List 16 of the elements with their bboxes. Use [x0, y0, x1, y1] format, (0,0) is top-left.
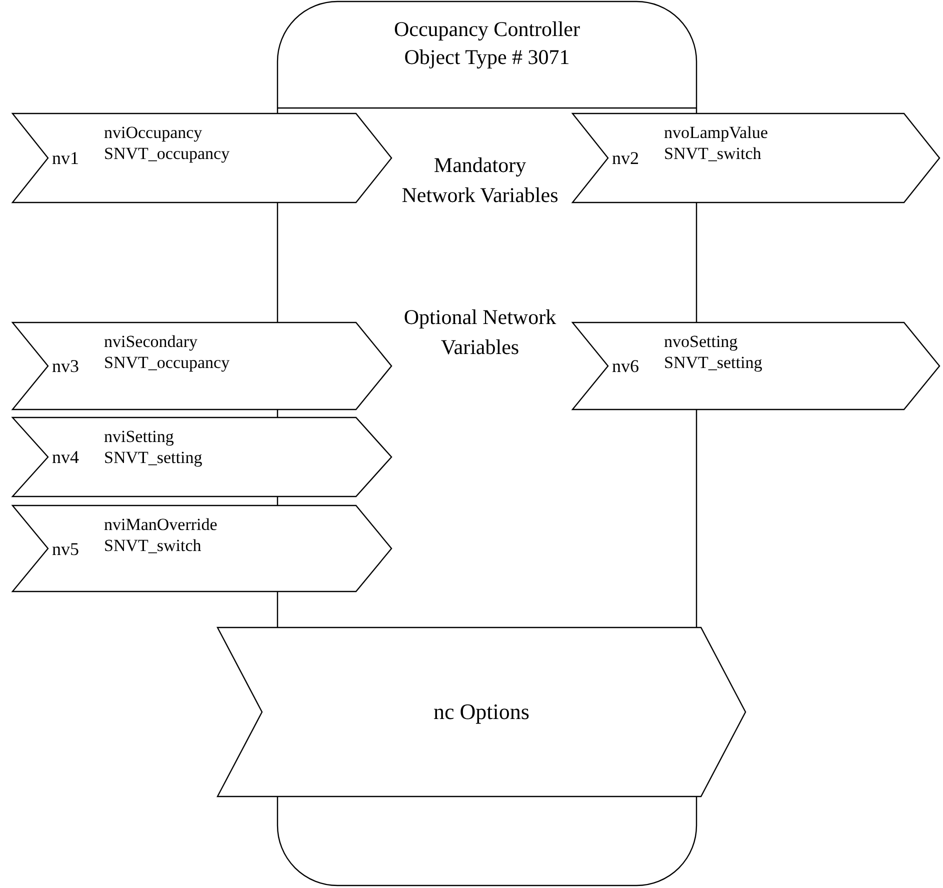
variable-number: nv3 [52, 355, 79, 377]
variable-name: nvoSetting SNVT_setting [664, 331, 762, 373]
variable-number: nv4 [52, 446, 79, 468]
variable-name: nviSetting SNVT_setting [104, 426, 202, 468]
node-label: nc Options [432, 698, 530, 726]
variable-number: nv2 [612, 147, 639, 169]
variable-number: nv1 [52, 147, 79, 169]
variable-name: nviManOverride SNVT_switch [104, 514, 218, 556]
variable-number: nv5 [52, 538, 79, 560]
variable-number: nv6 [612, 355, 639, 377]
variable-name: nviSecondary SNVT_occupancy [104, 331, 230, 373]
section-label: Mandatory Network Variables [400, 152, 560, 209]
variable-name: nvoLampValue SNVT_switch [664, 122, 768, 164]
section-label: Optional Network Variables [402, 304, 558, 361]
variable-name: nviOccupancy SNVT_occupancy [104, 122, 230, 164]
panel-title: Occupancy Controller Object Type # 3071 [392, 16, 582, 71]
